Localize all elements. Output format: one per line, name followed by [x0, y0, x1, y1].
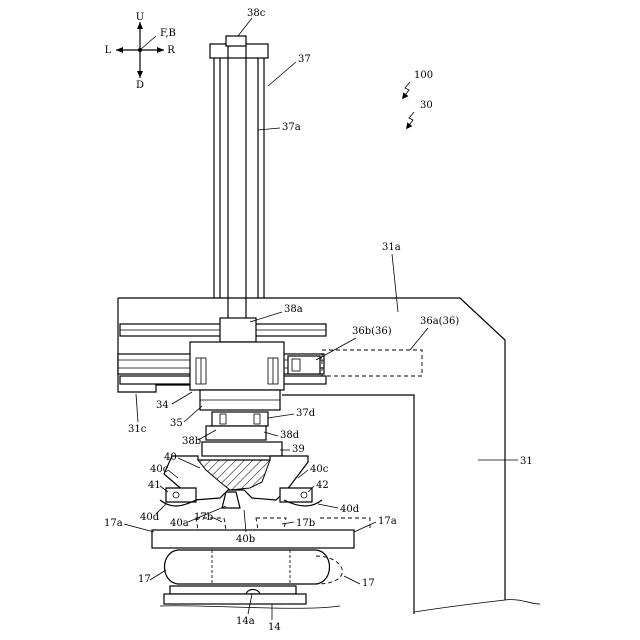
- label-38c: 38c: [247, 8, 266, 19]
- label-38b: 38b: [182, 436, 201, 447]
- dir-front-back-label: F,B: [160, 28, 176, 39]
- label-14a: 14a: [236, 616, 255, 627]
- leader-38c: [238, 18, 252, 36]
- label-42: 42: [316, 480, 329, 491]
- label-40c-right: 40c: [310, 464, 329, 475]
- right-arrow-icon: [157, 47, 164, 53]
- dir-down-label: D: [136, 80, 144, 91]
- flange-39: [202, 442, 282, 456]
- label-34: 34: [156, 400, 169, 411]
- leader-17-left: [150, 570, 166, 580]
- claw-41: [166, 488, 196, 502]
- leader-37a: [258, 128, 280, 130]
- label-40d-right: 40d: [340, 504, 360, 515]
- label-31a: 31a: [382, 242, 401, 253]
- label-39: 39: [292, 444, 305, 455]
- rod-top: [226, 36, 246, 46]
- label-14: 14: [268, 622, 281, 633]
- leader-17a-left: [124, 524, 154, 532]
- arrow-30: [407, 112, 414, 128]
- label-37a: 37a: [282, 122, 301, 133]
- label-17-right: 17: [362, 578, 375, 589]
- dir-right-label: R: [167, 45, 175, 56]
- up-arrow-icon: [137, 22, 143, 29]
- label-36b: 36b(36): [352, 326, 392, 337]
- reference-arrows: 100 30: [403, 70, 433, 128]
- horizontal-rails: 36b(36) 36a(36): [118, 316, 459, 384]
- leader-37: [268, 62, 296, 86]
- leader-17b-left: [214, 518, 222, 522]
- shaft-38d: [206, 426, 266, 440]
- wheel-assembly: 17a 17a 40a 17b 17b 40b 17 17 14a 14: [104, 506, 397, 633]
- carriage-block: [190, 342, 284, 390]
- pad-40a: [222, 492, 240, 508]
- leader-17a-right: [354, 522, 376, 532]
- cylinder-36a: [322, 350, 422, 376]
- leader-34: [172, 392, 192, 404]
- vertical-column: 38c 37 37a: [210, 8, 311, 318]
- origin-dot: [138, 48, 142, 52]
- break-line: [414, 600, 540, 612]
- hub-plate: [170, 586, 296, 594]
- leader-35: [184, 406, 202, 422]
- label-36a: 36a(36): [420, 316, 459, 327]
- gripper: 40 40c 40c 41 42 40d 40d: [140, 452, 360, 523]
- tire-17: [165, 550, 330, 584]
- down-arrow-icon: [137, 71, 143, 78]
- depth-axis: [140, 36, 156, 50]
- label-38d: 38d: [280, 430, 300, 441]
- direction-compass: U D L R F,B: [105, 12, 176, 91]
- label-37d: 37d: [296, 408, 316, 419]
- base-14: [164, 594, 306, 604]
- dir-up-label: U: [136, 12, 144, 23]
- leader-36a: [410, 328, 428, 350]
- leader-37d: [268, 414, 294, 418]
- leader-17b-right: [282, 522, 294, 524]
- label-100: 100: [414, 70, 433, 81]
- leader-31a: [392, 254, 398, 312]
- leader-40b: [244, 510, 246, 532]
- label-37: 37: [298, 54, 311, 65]
- label-40b: 40b: [236, 534, 255, 545]
- label-17a-right: 17a: [378, 516, 397, 527]
- leader-40d-right: [318, 504, 338, 508]
- label-17-left: 17: [138, 574, 151, 585]
- dir-left-label: L: [105, 45, 112, 56]
- bead-17b-right: [256, 518, 286, 530]
- rotating-head: 37d 38d 38b 39: [182, 408, 316, 456]
- leader-38a: [250, 312, 282, 322]
- label-17b-left: 17b: [194, 512, 213, 523]
- label-17a-left: 17a: [104, 518, 123, 529]
- label-40a: 40a: [170, 518, 189, 529]
- leader-17-right: [344, 576, 360, 584]
- label-40c-left: 40c: [150, 464, 169, 475]
- left-arrow-icon: [116, 47, 123, 53]
- label-17b-right: 17b: [296, 518, 315, 529]
- leader-40d-left: [156, 504, 166, 514]
- label-35: 35: [170, 418, 183, 429]
- label-31: 31: [520, 456, 533, 467]
- label-41: 41: [148, 480, 161, 491]
- base-break-line: [160, 606, 340, 609]
- label-38a: 38a: [284, 304, 303, 315]
- label-31c: 31c: [128, 424, 147, 435]
- label-30: 30: [420, 100, 433, 111]
- leader-31c: [136, 394, 138, 422]
- label-40: 40: [164, 452, 177, 463]
- leader-36b: [316, 338, 356, 360]
- arrow-100: [403, 82, 410, 98]
